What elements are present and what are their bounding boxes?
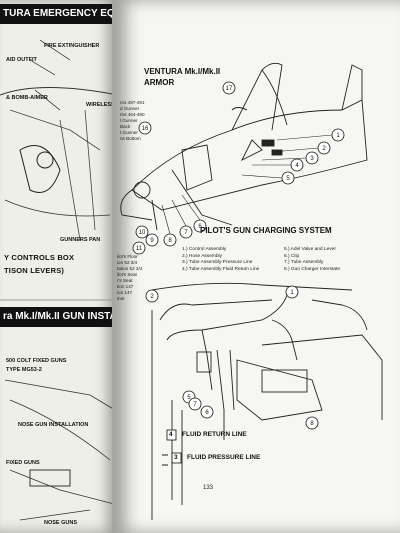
charging-callout-6: 6 bbox=[205, 410, 209, 416]
fragment: t Gunner bbox=[120, 130, 138, 135]
armor-title-line1: VENTURA Mk.I/Mk.II bbox=[144, 67, 221, 76]
first-aid-label: AID OUTFIT bbox=[6, 57, 37, 63]
fixed-guns-label: FIXED GUNS bbox=[6, 460, 40, 466]
legend-right: 5.) Adel Valve and Lever 6.) Clip 7.) Tu… bbox=[284, 247, 340, 273]
armor-fragments-top: rns 487-491 d Gunner rns 464-480 l Gunne… bbox=[120, 100, 145, 142]
fragment: ion 147 bbox=[117, 290, 133, 295]
charging-callout-5: 5 bbox=[187, 395, 191, 401]
left-banner-top: TURA EMERGENCY EQUIPM bbox=[0, 4, 118, 24]
bomb-aimer-label: & BOMB-AIMER bbox=[6, 95, 48, 101]
page-number: 133 bbox=[203, 485, 214, 491]
fragment: ilot's Floor bbox=[117, 254, 138, 259]
nose-gun-label: NOSE GUN INSTALLATION bbox=[18, 422, 89, 428]
left-page-drawing bbox=[0, 39, 118, 521]
colt-type-label: TYPE MG53-2 bbox=[6, 367, 42, 373]
armor-title: VENTURA Mk.I/Mk.II ARMOR bbox=[144, 66, 220, 88]
armor-title-line2: ARMOR bbox=[144, 78, 175, 87]
legend-item: 8.) Gun Charger Interstate bbox=[284, 266, 340, 272]
legend-item: 4.) Tube Assembly Fluid Return Line bbox=[182, 266, 260, 272]
fragment: tion 147 bbox=[117, 284, 134, 289]
armor-callout-2: 2 bbox=[322, 146, 326, 152]
fluid-pressure-line-label: FLUID PRESSURE LINE bbox=[187, 454, 261, 461]
fragment: d Gunner bbox=[120, 106, 140, 111]
charging-callout-2: 2 bbox=[150, 294, 154, 300]
wireless-label: WIRELESS bbox=[86, 102, 115, 108]
fragment: r's Seat bbox=[117, 278, 133, 283]
legend-item: 6.) Clip bbox=[284, 253, 300, 259]
left-page: TURA EMERGENCY EQUIPM FIRE EXTINGUISHER … bbox=[0, 0, 118, 533]
armor-callout-markers bbox=[132, 81, 345, 255]
fragment: rns 464-480 bbox=[120, 112, 145, 117]
legend-item: 3.) Tube Assembly Pressure Line bbox=[182, 260, 253, 266]
armor-callout-numbers: 17 1 2 3 4 5 6 7 8 9 10 11 16 bbox=[136, 86, 340, 252]
fragment: iner bbox=[117, 296, 125, 301]
fragment: l Gunner bbox=[120, 118, 138, 123]
armor-callout-7: 7 bbox=[184, 230, 188, 236]
return-line-number: 4 bbox=[169, 431, 173, 438]
fragment: ilot's Seat bbox=[117, 272, 137, 277]
nose-guns-label: NOSE GUNS bbox=[44, 520, 78, 526]
armor-callout-3: 3 bbox=[310, 156, 314, 162]
right-page-drawing: 17 1 2 3 4 5 6 7 8 9 10 11 16 bbox=[120, 62, 383, 520]
charging-callout-markers bbox=[145, 285, 319, 430]
fragment: Back bbox=[120, 124, 131, 129]
charging-callout-7: 7 bbox=[193, 402, 197, 408]
levers-label: TISON LEVERS) bbox=[4, 266, 65, 275]
fragment: ion 52 3/4 bbox=[117, 260, 138, 265]
armor-callout-17: 17 bbox=[226, 86, 233, 92]
right-page: 17 1 2 3 4 5 6 7 8 9 10 11 16 bbox=[112, 0, 400, 533]
armor-callout-6: 6 bbox=[198, 224, 202, 230]
legend-item: 5.) Adel Valve and Lever bbox=[284, 247, 336, 252]
fragment: rns 487-491 bbox=[120, 100, 145, 105]
charging-system-title: PILOT'S GUN CHARGING SYSTEM bbox=[200, 226, 332, 235]
armor-callout-8: 8 bbox=[168, 238, 172, 244]
gunners-label: GUNNERS PAN bbox=[60, 237, 101, 243]
charging-system-drawing bbox=[151, 282, 383, 520]
armor-callout-4: 4 bbox=[295, 163, 299, 169]
armor-callout-16: 16 bbox=[142, 126, 149, 132]
charging-callout-8: 8 bbox=[310, 421, 314, 427]
armor-fragments-mid: ilot's Floor ion 52 3/4 tation 52 3/4 il… bbox=[117, 254, 142, 302]
return-line-box bbox=[166, 429, 177, 441]
armor-callout-5: 5 bbox=[286, 176, 290, 182]
fire-extinguisher-label: FIRE EXTINGUISHER bbox=[44, 43, 100, 49]
armor-callout-11: 11 bbox=[136, 246, 143, 252]
legend-left: 1.) Control Assembly 2.) Hose Assembly 3… bbox=[182, 247, 259, 273]
controls-box-label: Y CONTROLS BOX bbox=[4, 253, 75, 262]
fragment: ns Bottom bbox=[120, 136, 141, 141]
fragment: tation 52 3/4 bbox=[117, 266, 143, 271]
legend-item: 1.) Control Assembly bbox=[182, 247, 227, 252]
charging-callout-1: 1 bbox=[290, 290, 294, 296]
charging-callout-numbers: 1 2 5 6 7 8 bbox=[150, 290, 314, 427]
armor-callout-9: 9 bbox=[150, 238, 154, 244]
colt-guns-label: 500 COLT FIXED GUNS bbox=[6, 358, 67, 364]
armor-callout-1: 1 bbox=[336, 133, 340, 139]
legend-item: 2.) Hose Assembly bbox=[182, 253, 222, 259]
left-banner-mid: ra Mk.I/Mk.II GUN INSTALL bbox=[0, 307, 118, 327]
pressure-line-box bbox=[171, 452, 182, 464]
aircraft-armor-drawing bbox=[120, 62, 368, 231]
fluid-return-line-label: FLUID RETURN LINE bbox=[182, 431, 247, 438]
legend-item: 7.) Tube Assembly bbox=[284, 260, 324, 266]
pressure-line-number: 3 bbox=[174, 454, 178, 461]
armor-callout-10: 10 bbox=[139, 230, 146, 236]
